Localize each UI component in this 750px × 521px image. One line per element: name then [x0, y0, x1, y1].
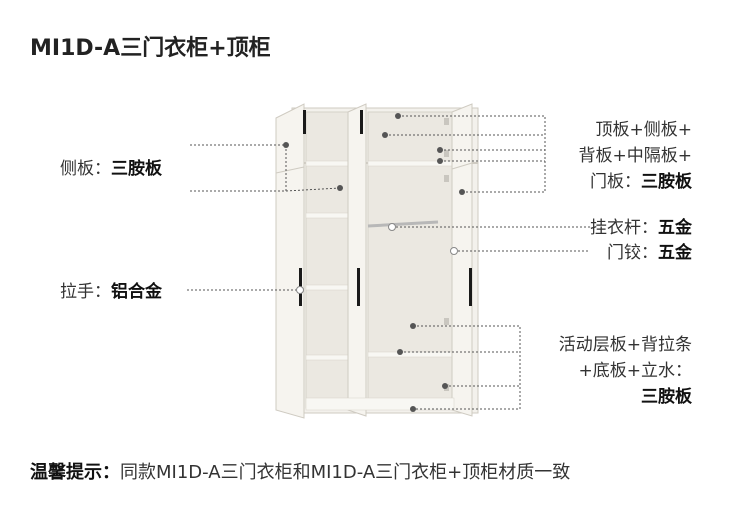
- leader-lines: [187, 115, 590, 410]
- bottom-group-leader: [413, 325, 521, 410]
- bottom-group-line3: 三胺板: [641, 385, 692, 410]
- hinge: [444, 150, 449, 157]
- left-door-split: [275, 166, 305, 174]
- handle-callout: 拉手：铝合金: [60, 280, 162, 305]
- hinge: [444, 118, 449, 125]
- page-title: MI1D-A三门衣柜+顶柜: [30, 36, 271, 61]
- side-panel-leader-2: [285, 187, 341, 192]
- handle: [357, 268, 360, 306]
- rod-value: 五金: [658, 218, 692, 238]
- hinge-value: 五金: [658, 243, 692, 263]
- left-compartment: [305, 111, 349, 409]
- callout-dots: [283, 113, 465, 412]
- bottom-group-line2: +底板+立水：: [578, 361, 693, 381]
- handle: [360, 110, 363, 134]
- left-door: [275, 103, 305, 419]
- right-door: [451, 103, 473, 417]
- side-panel-leader: [190, 144, 287, 192]
- base-plinth: [305, 397, 455, 411]
- top-group-prefix: 门板：: [590, 172, 641, 192]
- rod-dot: [388, 223, 396, 231]
- tip-text: 同款MI1D-A三门衣柜和MI1D-A三门衣柜+顶柜材质一致: [120, 462, 571, 483]
- hinge-callout: 门铰：五金: [607, 241, 692, 266]
- handle-prefix: 拉手：: [60, 282, 111, 302]
- hinge: [444, 175, 449, 182]
- shelf: [305, 212, 349, 219]
- side-panel-callout: 侧板：三胺板: [60, 157, 162, 182]
- side-panel-prefix: 侧板：: [60, 159, 111, 179]
- tip-label: 温馨提示：: [30, 462, 120, 483]
- middle-door: [347, 103, 367, 417]
- shelf: [305, 354, 349, 361]
- shelf: [367, 351, 455, 358]
- top-group-value: 三胺板: [641, 172, 692, 192]
- hinge-prefix: 门铰：: [607, 243, 658, 263]
- top-group-line3: 门板：三胺板: [590, 170, 692, 195]
- handle-value: 铝合金: [111, 282, 162, 302]
- bottom-group-line1: 活动层板+背拉条: [558, 335, 692, 355]
- top-group-line1: 顶板+侧板+: [595, 120, 693, 140]
- rod-prefix: 挂衣杆：: [590, 218, 658, 238]
- top-group-line2: 背板+中隔板+: [578, 146, 693, 166]
- hinge: [444, 318, 449, 325]
- rod-callout: 挂衣杆：五金: [590, 216, 692, 241]
- hinge-dot: [450, 247, 458, 255]
- shelf: [305, 284, 349, 291]
- shelf: [305, 160, 349, 167]
- hanging-rod: [367, 220, 439, 228]
- right-door-split: [451, 162, 473, 170]
- bottom-group-value: 三胺板: [641, 387, 692, 407]
- tip-note: 温馨提示：同款MI1D-A三门衣柜和MI1D-A三门衣柜+顶柜材质一致: [30, 458, 570, 484]
- wardrobe-illustration: [275, 103, 479, 419]
- handle: [469, 268, 472, 306]
- handle: [303, 110, 306, 134]
- right-compartment: [367, 111, 455, 409]
- side-panel-value: 三胺板: [111, 159, 162, 179]
- top-group-leader: [398, 115, 546, 193]
- handle-dot: [296, 286, 304, 294]
